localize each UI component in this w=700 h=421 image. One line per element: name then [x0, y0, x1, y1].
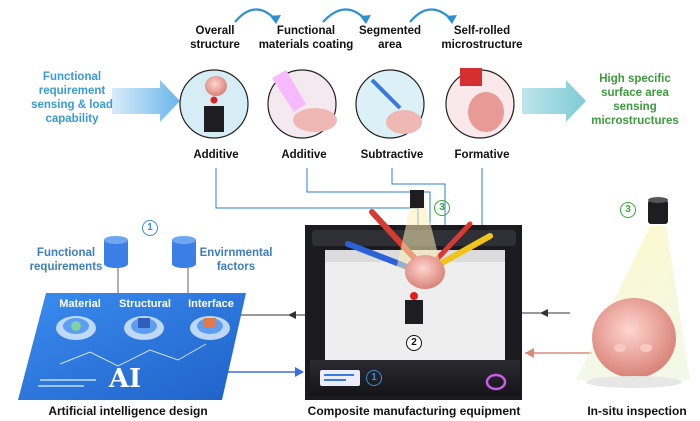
output-text: High specific surface area sensing micro… [591, 73, 679, 127]
badge-machine-2: 2 [406, 335, 422, 351]
caption-manufacturing: Composite manufacturing equipment [307, 404, 521, 418]
step-title-overall-structure: Overall structure [190, 25, 240, 51]
caption-ai-design: Artificial intelligence design [48, 404, 208, 418]
step-circle-graphics [179, 68, 515, 139]
ai-panel-graphic [18, 236, 246, 400]
input-arrow [112, 80, 180, 122]
camera-body [648, 200, 668, 224]
process-label-additive-2: Additive [281, 149, 327, 161]
ai-logo: AI [108, 364, 142, 394]
badge-ai-1: 1 [142, 220, 158, 236]
step-title-self-rolled: Self-rolled microstructure [441, 25, 523, 51]
machine-graphic [305, 190, 522, 400]
requirement-text: Functional requirement sensing & load ca… [31, 71, 113, 125]
tab-structural: Structural [119, 298, 171, 310]
process-label-additive-1: Additive [193, 149, 239, 161]
process-label-subtractive: Subtractive [360, 149, 424, 161]
output-arrow [522, 80, 586, 122]
caption-inspection: In-situ inspection [587, 404, 687, 418]
inspection-dome [592, 298, 676, 378]
badge-machine-1: 1 [366, 370, 382, 386]
step-title-segmented-area: Segmented area [359, 25, 421, 51]
tab-interface: Interface [188, 298, 234, 310]
tab-material: Material [59, 298, 101, 310]
environmental-factors-label: Envirnmental factors [199, 247, 273, 273]
step-title-functional-coating: Functional materials coating [258, 25, 354, 51]
top-curved-arrows [234, 8, 453, 23]
process-label-formative: Formative [454, 149, 510, 161]
functional-requirements-label: Functional requirements [29, 247, 103, 273]
badge-machine-3: 3 [434, 200, 450, 216]
badge-inspection-3: 3 [620, 202, 636, 218]
